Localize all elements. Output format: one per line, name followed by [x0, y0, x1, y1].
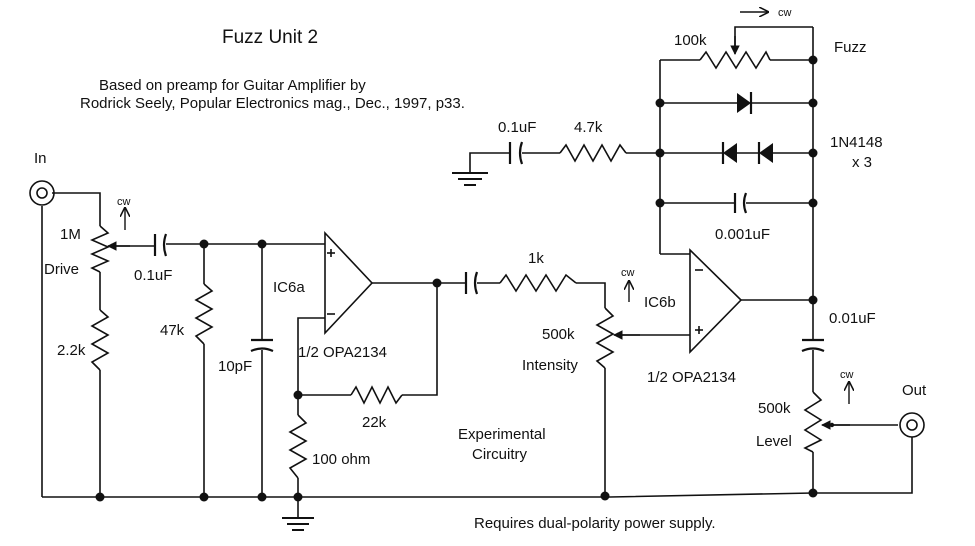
resistor-22k-label: 22k: [362, 414, 387, 431]
level-pot-resistor: [803, 391, 823, 453]
resistor-4k7: [559, 143, 627, 163]
intensity-wiper-arrow: [613, 330, 640, 340]
junction-dot: [432, 278, 442, 288]
junction-dot: [808, 98, 818, 108]
junction-dot: [95, 492, 105, 502]
junction-dot: [655, 98, 665, 108]
intensity-pot-value: 500k: [542, 326, 575, 343]
opamp-a-label: 1/2 OPA2134: [298, 344, 387, 361]
capacitor-feedback-input: [508, 141, 524, 165]
ic6b-label: IC6b: [644, 294, 676, 311]
schematic-title: Fuzz Unit 2: [222, 27, 318, 48]
capacitor-0001uf-label: 0.001uF: [715, 226, 770, 243]
output-jack: [899, 412, 925, 438]
ic6a-label: IC6a: [273, 279, 305, 296]
resistor-1k: [499, 273, 577, 293]
junction-dot: [808, 488, 818, 498]
junction-dot: [655, 148, 665, 158]
junction-dot: [293, 390, 303, 400]
drive-pot-resistor: [90, 225, 110, 273]
resistor-2k2-label: 2.2k: [57, 342, 86, 359]
input-label: In: [34, 150, 47, 167]
drive-pot-name: Drive: [44, 261, 79, 278]
junction-dot: [808, 295, 818, 305]
output-label: Out: [902, 382, 927, 399]
resistor-1k-label: 1k: [528, 250, 544, 267]
capacitor-input-label: 0.1uF: [134, 267, 172, 284]
resistor-47k: [194, 283, 214, 345]
intensity-pot-resistor: [595, 307, 615, 369]
ground-symbol-main: [282, 517, 314, 531]
level-wiper-arrow: [821, 420, 850, 430]
capacitor-input: [153, 233, 168, 257]
cw-label-level: cw: [840, 369, 854, 381]
fuzz-pot-resistor: [699, 50, 771, 70]
level-pot-value: 500k: [758, 400, 791, 417]
diode-left: [721, 142, 758, 164]
cw-label-fuzz: cw: [778, 7, 792, 19]
diodes-count-label: x 3: [852, 154, 872, 171]
diode-single: [737, 92, 753, 114]
resistor-100ohm: [288, 414, 308, 479]
input-jack: [29, 180, 55, 206]
junction-dot: [199, 492, 209, 502]
capacitor-coupling: [464, 271, 479, 295]
cw-label-intensity: cw: [621, 267, 635, 279]
junction-dot: [600, 491, 610, 501]
drive-pot-value: 1M: [60, 226, 81, 243]
junction-dot: [655, 198, 665, 208]
experimental-line-1: Experimental: [458, 426, 546, 443]
cw-label-drive: cw: [117, 196, 131, 208]
capacitor-001uf-label: 0.01uF: [829, 310, 876, 327]
junction-dot: [199, 239, 209, 249]
junction-dot: [257, 239, 267, 249]
supply-note: Requires dual-polarity power supply.: [474, 515, 716, 532]
junction-dot: [808, 148, 818, 158]
resistor-4k7-label: 4.7k: [574, 119, 603, 136]
junction-dot: [808, 55, 818, 65]
capacitor-10pf: [250, 338, 274, 353]
capacitor-0001uf: [733, 192, 748, 214]
junction-dot: [808, 198, 818, 208]
credit-line-2: Rodrick Seely, Popular Electronics mag.,…: [80, 95, 465, 112]
resistor-100ohm-label: 100 ohm: [312, 451, 370, 468]
ground-symbol-feedback: [452, 172, 488, 186]
experimental-line-2: Circuitry: [472, 446, 527, 463]
fuzz-pot-value: 100k: [674, 32, 707, 49]
junction-dot: [293, 492, 303, 502]
diodes-value-label: 1N4148: [830, 134, 883, 151]
resistor-22k: [350, 385, 403, 405]
fuzz-pot-name: Fuzz: [834, 39, 867, 56]
opamp-b-label: 1/2 OPA2134: [647, 369, 736, 386]
resistor-2k2: [90, 309, 110, 371]
capacitor-001uf: [801, 338, 825, 353]
capacitor-10pf-label: 10pF: [218, 358, 252, 375]
opamp-ic6b: [689, 248, 743, 354]
diode-right: [757, 142, 773, 164]
capacitor-feedback-input-label: 0.1uF: [498, 119, 536, 136]
opamp-ic6a: [324, 230, 374, 336]
junction-dot: [257, 492, 267, 502]
credit-line-1: Based on preamp for Guitar Amplifier by: [99, 77, 366, 94]
intensity-pot-name: Intensity: [522, 357, 578, 374]
level-pot-name: Level: [756, 433, 792, 450]
resistor-47k-label: 47k: [160, 322, 185, 339]
drive-wiper-arrow: [107, 241, 130, 251]
junctions: [95, 55, 818, 502]
